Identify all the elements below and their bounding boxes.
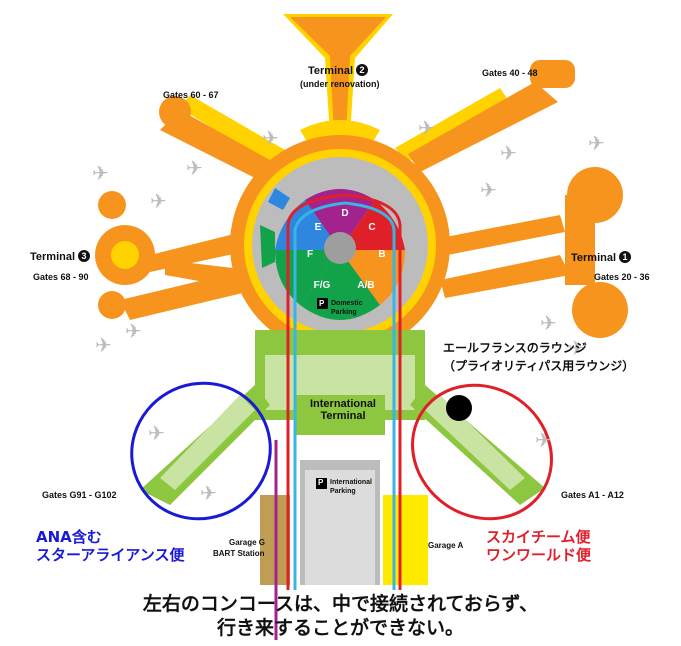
international-parking-sign	[316, 478, 327, 489]
garage-a-label: Garage A	[428, 541, 464, 550]
plane-icon: ✈	[148, 421, 165, 445]
plane-icon: ✈	[92, 161, 109, 185]
concourse-note: 左右のコンコースは、中で接続されておらず、 行き来することができない。	[142, 593, 539, 639]
bart-station-label: BART Station	[213, 549, 265, 558]
gates-68-90: Gates 68 - 90	[33, 272, 89, 282]
airtrain-lines	[274, 193, 402, 640]
boarding-area-f: F	[307, 249, 313, 260]
plane-icons: ✈ ✈ ✈ ✈ ✈ ✈ ✈ ✈ ✈ ✈ ✈ ✈ ✈ ✈ ✈	[92, 116, 605, 505]
boarding-area-b: B	[378, 249, 385, 260]
international-terminal	[140, 330, 545, 585]
boarding-area-c: C	[368, 222, 375, 233]
boarding-area-ab: A/B	[357, 280, 374, 291]
star-alliance-highlight	[130, 381, 272, 521]
plane-icon: ✈	[535, 428, 552, 452]
airfrance-lounge-marker	[446, 395, 472, 421]
terminal-3-concourses	[95, 95, 285, 320]
plane-icon: ✈	[588, 131, 605, 155]
garage-g-label: Garage G	[229, 538, 266, 547]
plane-icon: ✈	[186, 156, 203, 180]
plane-icon: ✈	[540, 311, 557, 335]
terminal-2-note: (under renovation)	[300, 79, 380, 89]
plane-icon: ✈	[150, 189, 167, 213]
plane-icon: ✈	[95, 333, 112, 357]
gates-20-36: Gates 20 - 36	[594, 272, 650, 282]
plane-icon: ✈	[262, 126, 279, 150]
plane-icon: ✈	[125, 319, 142, 343]
boarding-area-d: D	[341, 208, 348, 219]
priority-pass-note: （プライオリティパス用ラウンジ）	[443, 359, 635, 373]
plane-icon: ✈	[480, 178, 497, 202]
plane-icon: ✈	[418, 116, 435, 140]
gates-g91-g102: Gates G91 - G102	[42, 490, 117, 500]
plane-icon: ✈	[568, 336, 585, 360]
gates-a1-a12: Gates A1 - A12	[561, 490, 624, 500]
terminal-1-concourses	[395, 60, 628, 338]
skyteam-oneworld-note: スカイチーム便ワンワールド便	[486, 528, 592, 564]
ana-star-alliance-note: ANA含むスターアライアンス便	[36, 528, 185, 564]
airfrance-lounge-note: エールフランスのラウンジ	[443, 341, 587, 355]
plane-icon: ✈	[200, 481, 217, 505]
plane-icon: ✈	[500, 141, 517, 165]
gates-40-48: Gates 40 - 48	[482, 68, 538, 78]
domestic-parking-icon: P	[319, 299, 325, 308]
boarding-area-e: E	[315, 222, 322, 233]
boarding-area-fg: F/G	[314, 280, 331, 291]
skyteam-oneworld-highlight	[411, 383, 553, 521]
domestic-parking-sign	[317, 298, 328, 309]
international-parking-icon: P	[318, 478, 324, 487]
gates-60-67: Gates 60 - 67	[163, 90, 219, 100]
